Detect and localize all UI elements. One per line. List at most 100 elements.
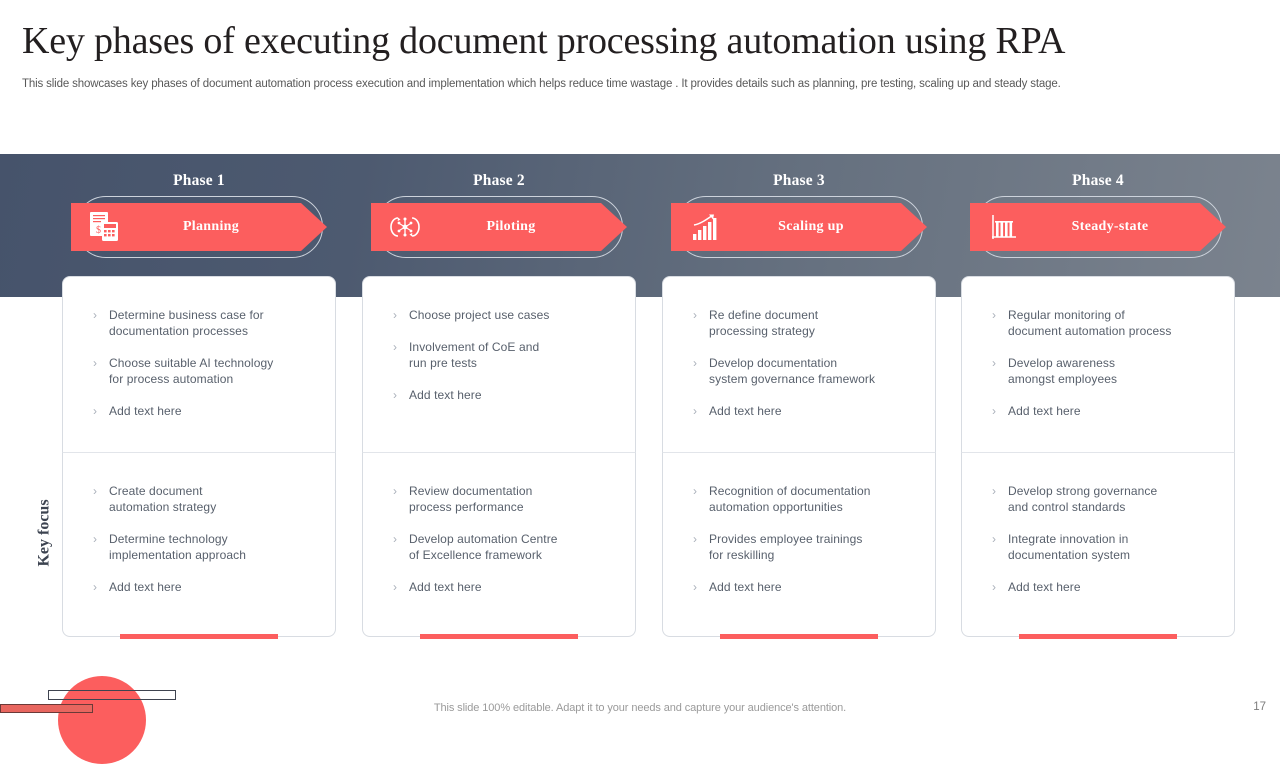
list-item: › Develop awareness amongst employees bbox=[992, 355, 1218, 387]
chevron-right-icon: › bbox=[393, 484, 397, 498]
ribbon-label-3: Scaling up bbox=[778, 219, 844, 234]
list-item-text: Develop automation Centre of Excellence … bbox=[409, 532, 558, 562]
list-item: › Determine business case for documentat… bbox=[93, 307, 319, 339]
card-accent-bar bbox=[720, 634, 878, 639]
list-item-text: Create document automation strategy bbox=[109, 484, 217, 514]
list-item-text: Involvement of CoE and run pre tests bbox=[409, 340, 540, 370]
bullet-list: › Choose project use cases › Involvement… bbox=[363, 277, 635, 403]
list-item-text: Develop documentation system governance … bbox=[709, 356, 876, 386]
list-item: › Provides employee trainings for reskil… bbox=[693, 531, 919, 563]
list-item-text: Determine business case for documentatio… bbox=[109, 308, 264, 338]
list-item: › Involvement of CoE and run pre tests bbox=[393, 339, 619, 371]
phase-card-bottom-3: › Recognition of documentation automatio… bbox=[662, 452, 936, 639]
phase-label-2: Phase 2 bbox=[473, 172, 525, 189]
chevron-right-icon: › bbox=[93, 356, 97, 370]
list-item-text: Re define document processing strategy bbox=[709, 308, 819, 338]
list-item: › Re define document processing strategy bbox=[693, 307, 919, 339]
flat-bar-chart-icon bbox=[982, 207, 1026, 247]
list-item: › Add text here bbox=[992, 579, 1218, 595]
bullet-list: › Regular monitoring of document automat… bbox=[962, 277, 1234, 419]
phase-ribbon-1[interactable]: $ Planning bbox=[49, 196, 349, 264]
ribbon-arrow-3[interactable]: Scaling up bbox=[671, 203, 927, 251]
phase-card-top-4: › Regular monitoring of document automat… bbox=[961, 276, 1235, 452]
card-accent-bar bbox=[420, 634, 578, 639]
chevron-right-icon: › bbox=[393, 580, 397, 594]
list-item-text: Recognition of documentation automation … bbox=[709, 484, 871, 514]
phase-card-bottom-1: › Create document automation strategy › … bbox=[62, 452, 336, 639]
list-item-text[interactable]: Add text here bbox=[1008, 404, 1081, 418]
phase-card-bottom-2: › Review documentation process performan… bbox=[362, 452, 636, 639]
phase-label-1: Phase 1 bbox=[173, 172, 225, 189]
list-item-text[interactable]: Add text here bbox=[409, 580, 482, 594]
chevron-right-icon: › bbox=[693, 532, 697, 546]
phase-label-4: Phase 4 bbox=[1072, 172, 1124, 189]
list-item-text: Regular monitoring of document automatio… bbox=[1008, 308, 1172, 338]
chevron-right-icon: › bbox=[93, 580, 97, 594]
page-subtitle: This slide showcases key phases of docum… bbox=[22, 78, 1061, 90]
list-item-text[interactable]: Add text here bbox=[709, 404, 782, 418]
list-item-text[interactable]: Add text here bbox=[1008, 580, 1081, 594]
list-item: › Create document automation strategy bbox=[93, 483, 319, 515]
phase-ribbon-2[interactable]: Piloting bbox=[349, 196, 649, 264]
list-item-text[interactable]: Add text here bbox=[409, 388, 482, 402]
list-item: › Choose suitable AI technology for proc… bbox=[93, 355, 319, 387]
list-item: › Choose project use cases bbox=[393, 307, 619, 323]
bullet-list: › Determine business case for documentat… bbox=[63, 277, 335, 419]
phase-ribbon-4[interactable]: Steady-state bbox=[948, 196, 1248, 264]
list-item-text[interactable]: Add text here bbox=[109, 580, 182, 594]
chevron-right-icon: › bbox=[992, 580, 996, 594]
chevron-right-icon: › bbox=[393, 388, 397, 402]
list-item: › Add text here bbox=[992, 403, 1218, 419]
ribbon-arrow-1[interactable]: $ Planning bbox=[71, 203, 327, 251]
network-cycle-icon bbox=[383, 207, 427, 247]
chevron-right-icon: › bbox=[393, 532, 397, 546]
list-item-text: Integrate innovation in documentation sy… bbox=[1008, 532, 1131, 562]
ribbon-label-4: Steady-state bbox=[1071, 219, 1149, 234]
phase-card-top-1: › Determine business case for documentat… bbox=[62, 276, 336, 452]
list-item: › Add text here bbox=[93, 403, 319, 419]
phase-card-bottom-4: › Develop strong governance and control … bbox=[961, 452, 1235, 639]
list-item: › Integrate innovation in documentation … bbox=[992, 531, 1218, 563]
list-item-text: Provides employee trainings for reskilli… bbox=[709, 532, 863, 562]
chevron-right-icon: › bbox=[93, 308, 97, 322]
chevron-right-icon: › bbox=[992, 532, 996, 546]
phase-ribbon-3[interactable]: Scaling up bbox=[649, 196, 949, 264]
list-item: › Develop documentation system governanc… bbox=[693, 355, 919, 387]
chevron-right-icon: › bbox=[393, 308, 397, 322]
list-item-text: Choose project use cases bbox=[409, 308, 550, 322]
page-number: 17 bbox=[1253, 701, 1266, 713]
chevron-right-icon: › bbox=[693, 308, 697, 322]
list-item: › Add text here bbox=[693, 579, 919, 595]
list-item: › Develop strong governance and control … bbox=[992, 483, 1218, 515]
list-item: › Regular monitoring of document automat… bbox=[992, 307, 1218, 339]
list-item-text: Develop awareness amongst employees bbox=[1008, 356, 1118, 386]
ribbon-arrow-4[interactable]: Steady-state bbox=[970, 203, 1226, 251]
bullet-list: › Re define document processing strategy… bbox=[663, 277, 935, 419]
page-title: Key phases of executing document process… bbox=[22, 20, 1066, 62]
chevron-right-icon: › bbox=[992, 404, 996, 418]
chevron-right-icon: › bbox=[992, 484, 996, 498]
list-item: › Develop automation Centre of Excellenc… bbox=[393, 531, 619, 563]
card-accent-bar bbox=[120, 634, 278, 639]
invoice-calculator-icon: $ bbox=[83, 207, 127, 247]
ribbon-arrow-2[interactable]: Piloting bbox=[371, 203, 627, 251]
list-item: › Determine technology implementation ap… bbox=[93, 531, 319, 563]
ribbon-label-2: Piloting bbox=[486, 219, 536, 234]
list-item: › Add text here bbox=[93, 579, 319, 595]
phase-column-3: Phase 3 Scaling up › Re define bbox=[649, 170, 949, 639]
chevron-right-icon: › bbox=[693, 404, 697, 418]
list-item: › Add text here bbox=[693, 403, 919, 419]
footer-note: This slide 100% editable. Adapt it to yo… bbox=[433, 702, 847, 714]
decorative-rect-outline bbox=[48, 690, 176, 700]
list-item: › Add text here bbox=[393, 387, 619, 403]
chevron-right-icon: › bbox=[693, 484, 697, 498]
decorative-rect-filled bbox=[0, 704, 93, 713]
svg-text:$: $ bbox=[96, 225, 101, 236]
chevron-right-icon: › bbox=[992, 356, 996, 370]
phase-label-3: Phase 3 bbox=[773, 172, 825, 189]
list-item: › Recognition of documentation automatio… bbox=[693, 483, 919, 515]
bullet-list: › Review documentation process performan… bbox=[363, 453, 635, 595]
growth-bar-chart-icon bbox=[683, 207, 727, 247]
list-item-text[interactable]: Add text here bbox=[109, 404, 182, 418]
list-item-text[interactable]: Add text here bbox=[709, 580, 782, 594]
